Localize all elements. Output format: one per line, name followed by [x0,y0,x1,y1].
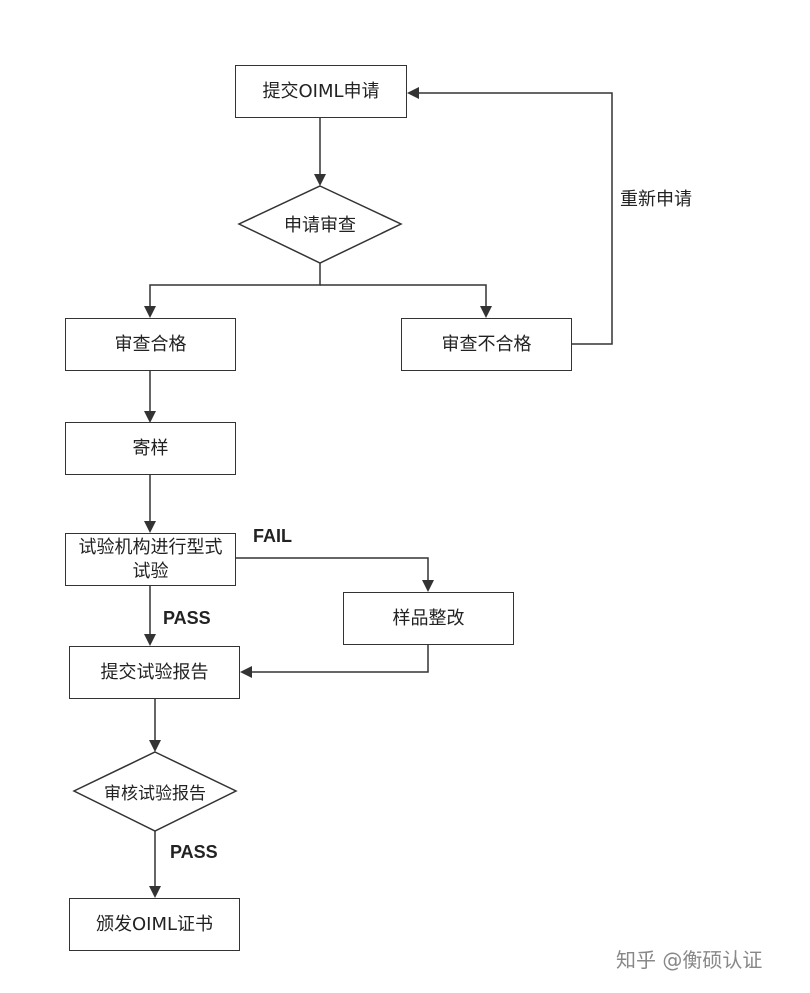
node-sample-rectification: 样品整改 [343,592,514,645]
watermark-text: 知乎 @衡硕认证 [616,948,763,972]
edge-label-reapply: 重新申请 [620,189,692,210]
edge-label-pass-2: PASS [170,842,218,862]
node-review-test-report-label: 审核试验报告 [104,783,206,804]
edge-label-fail: FAIL [253,526,292,546]
arrow-reapply-loop [407,87,613,345]
node-type-test: 试验机构进行型式试验 [65,533,236,586]
node-submit-application: 提交OIML申请 [235,65,407,118]
node-issue-certificate-label: 颁发OIML证书 [95,913,214,935]
node-application-review-label: 申请审查 [284,215,356,236]
node-review-failed-label: 审查不合格 [441,333,532,355]
connector-review-to-failed [320,284,492,318]
edge-label-pass-1: PASS [163,608,211,628]
node-review-passed: 审查合格 [65,318,236,371]
node-send-samples-label: 寄样 [132,437,169,459]
node-sample-rectification-label: 样品整改 [392,607,465,629]
node-submit-application-label: 提交OIML申请 [262,80,380,102]
node-application-review: 申请审查 [260,206,380,242]
node-submit-test-report-label: 提交试验报告 [100,661,209,683]
node-issue-certificate: 颁发OIML证书 [69,898,240,951]
node-submit-test-report: 提交试验报告 [69,646,240,699]
arrow-rectification-to-report [240,644,429,678]
arrow-fail-to-rectification [235,557,434,592]
node-review-test-report: 审核试验报告 [95,774,215,808]
node-type-test-label: 试验机构进行型式试验 [78,537,223,582]
connector-review-split [144,263,321,318]
node-review-failed: 审查不合格 [401,318,572,371]
node-review-passed-label: 审查合格 [114,333,187,355]
node-send-samples: 寄样 [65,422,236,475]
